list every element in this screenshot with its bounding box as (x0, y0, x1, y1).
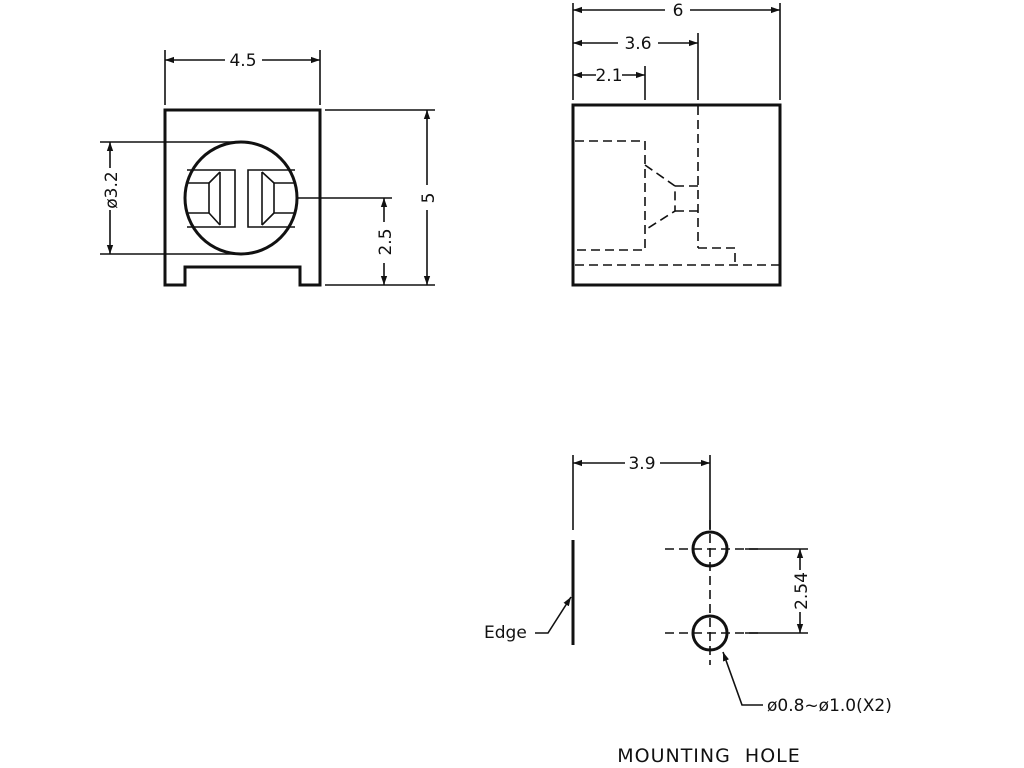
hole-spec-label: ø0.8~ø1.0(X2) (767, 696, 892, 716)
mid-length-dimension-label: 3.6 (624, 34, 651, 54)
pitch-dimension-label: 2.54 (792, 572, 812, 610)
width-dimension-label: 4.5 (229, 51, 256, 71)
rotor-circle (183, 140, 299, 256)
edge-label: Edge (484, 623, 527, 643)
front-view: 4.5 ø3.2 5 2.5 (100, 50, 439, 287)
center-height-dimension-label: 2.5 (376, 228, 396, 255)
overall-length-dimension-label: 6 (673, 1, 684, 21)
front-body-outline (163, 108, 322, 287)
edge-offset-dimension-label: 3.9 (628, 454, 655, 474)
right-slot-icon (247, 169, 295, 228)
side-body-outline (571, 103, 782, 287)
short-length-dimension-label: 2.1 (595, 66, 622, 86)
left-slot-icon (187, 169, 236, 228)
mounting-hole-view: 3.9 2.54 Edge ø0.8~ø1.0(X2) MOUNTING HOL… (484, 454, 892, 767)
diameter-dimension-label: ø3.2 (102, 171, 122, 208)
hidden-lines (575, 106, 780, 266)
side-view: 6 3.6 2.1 (571, 1, 782, 287)
mounting-hole-caption: MOUNTING HOLE (617, 745, 801, 767)
height-dimension-label: 5 (419, 193, 439, 204)
